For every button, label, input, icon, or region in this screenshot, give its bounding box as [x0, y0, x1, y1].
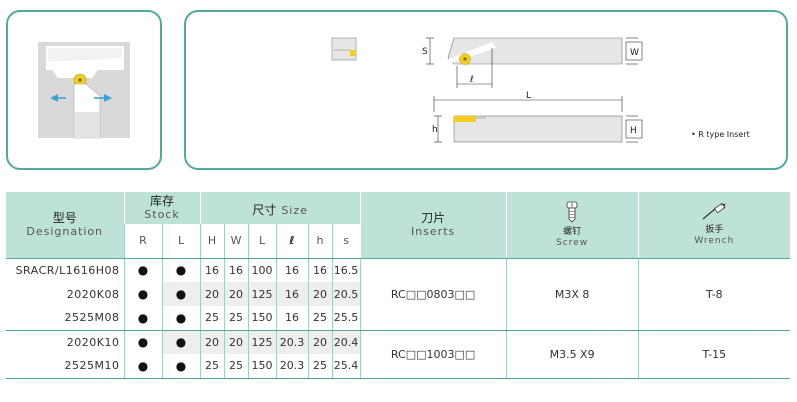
- screw-cell: M3.5 X9: [505, 330, 639, 379]
- size-W-cell: 25: [223, 306, 249, 331]
- size-s-cell: 20.4: [331, 330, 361, 354]
- stock-l-header: L: [161, 224, 201, 259]
- stock-l-cell: ●: [161, 330, 201, 354]
- size-L-cell: 125: [247, 282, 277, 306]
- size-s-header: s: [331, 224, 361, 259]
- dimension-L-label: L: [526, 91, 531, 101]
- designation-header: 型号 Designation: [6, 192, 124, 259]
- arrow-right-icon: [104, 94, 112, 102]
- size-L-cell: 125: [247, 330, 277, 354]
- table-row: 2525M08 ● ● 25 25 150 16 25 25.5: [6, 306, 790, 331]
- stock-r-cell: ●: [123, 306, 162, 331]
- size-l-cell: 16: [275, 258, 309, 282]
- screw-icon: [566, 201, 578, 223]
- stock-r-cell: ●: [123, 282, 162, 306]
- size-L-header: L: [247, 224, 277, 259]
- size-H-cell: 20: [199, 330, 225, 354]
- size-H-cell: 20: [199, 282, 225, 306]
- size-H-cell: 25: [199, 306, 225, 331]
- stock-l-cell: ●: [161, 354, 201, 379]
- stock-l-cell: ●: [161, 258, 201, 282]
- size-l-header: ℓ: [275, 224, 309, 259]
- size-L-cell: 100: [247, 258, 277, 282]
- stock-l-cell: ●: [161, 282, 201, 306]
- size-h-cell: 20: [307, 330, 333, 354]
- size-W-cell: 16: [223, 258, 249, 282]
- size-W-header: W: [223, 224, 249, 259]
- grooving-illustration: [38, 42, 130, 139]
- cutting-illustration-panel: [6, 10, 162, 170]
- designation-cell: 2020K10: [66, 335, 120, 349]
- size-H-cell: 16: [199, 258, 225, 282]
- size-s-cell: 25.4: [331, 354, 361, 379]
- designation-cell: 2525M08: [6, 306, 124, 331]
- wrench-icon: [702, 202, 726, 220]
- size-W-cell: 20: [223, 330, 249, 354]
- table-row: 2525M10 ● ● 25 25 150 20.3 25 25.4: [6, 354, 790, 379]
- stock-header: 库存 Stock: [123, 192, 201, 224]
- dimension-l-small-label: ℓ: [469, 75, 474, 85]
- size-W-cell: 25: [223, 354, 249, 379]
- size-H-header: H: [199, 224, 225, 259]
- size-H-cell: 25: [199, 354, 225, 379]
- inserts-header: 刀片 Inserts: [359, 192, 507, 259]
- insert-type-note: • R type Insert: [691, 130, 750, 139]
- stock-l-cell: ●: [161, 306, 201, 331]
- size-h-cell: 20: [307, 282, 333, 306]
- tool-dimension-drawing: S W ℓ L h H: [331, 37, 643, 143]
- designation-cell: 2525M10: [6, 354, 124, 379]
- size-s-cell: 20.5: [331, 282, 361, 306]
- size-h-cell: 16: [307, 258, 333, 282]
- size-s-cell: 16.5: [331, 258, 361, 282]
- stock-r-cell: ●: [123, 258, 162, 282]
- size-W-cell: 20: [223, 282, 249, 306]
- size-L-cell: 150: [247, 354, 277, 379]
- dimension-H-label: H: [630, 126, 637, 136]
- wrench-cell: T-15: [637, 330, 791, 379]
- dimension-w-label: W: [630, 48, 639, 58]
- dimension-drawing-panel: S W ℓ L h H • R type Insert: [184, 10, 788, 170]
- size-l-cell: 16: [275, 306, 309, 331]
- wrench-header: 扳手 Wrench: [637, 192, 791, 259]
- table-row: 2020K10 ● ● 20 20 125 20.3 20 20.4 RC□□1…: [6, 330, 791, 379]
- screw-header: 螺钉 Screw: [505, 192, 639, 259]
- specification-table: 型号 Designation 库存 Stock 尺寸 Size 刀片 Inser…: [6, 192, 791, 379]
- size-l-cell: 20.3: [275, 330, 309, 354]
- stock-r-header: R: [123, 224, 162, 259]
- table-row: SRACR/L1616H08 ● ● 16 16 100 16 16 16.5 …: [6, 258, 791, 331]
- dimension-s-label: S: [422, 47, 428, 57]
- size-l-cell: 16: [275, 282, 309, 306]
- designation-cell: 2020K08: [66, 287, 120, 301]
- table-row: 2020K08 ● ● 20 20 125 16 20 20.5: [6, 282, 790, 306]
- dimension-h-label: h: [432, 125, 438, 135]
- size-l-cell: 20.3: [275, 354, 309, 379]
- size-h-header: h: [307, 224, 333, 259]
- size-header: 尺寸 Size: [199, 192, 361, 224]
- size-h-cell: 25: [307, 354, 333, 379]
- insert-cell: RC□□1003□□: [359, 330, 507, 379]
- size-s-cell: 25.5: [331, 306, 361, 331]
- stock-r-cell: ●: [123, 330, 162, 354]
- designation-cell: SRACR/L1616H08: [15, 263, 120, 277]
- screw-cell: M3X 8: [505, 258, 639, 331]
- wrench-cell: T-8: [637, 258, 791, 331]
- insert-cell: RC□□0803□□: [359, 258, 507, 331]
- size-h-cell: 25: [307, 306, 333, 331]
- size-L-cell: 150: [247, 306, 277, 331]
- stock-r-cell: ●: [123, 354, 162, 379]
- arrow-left-icon: [50, 94, 58, 102]
